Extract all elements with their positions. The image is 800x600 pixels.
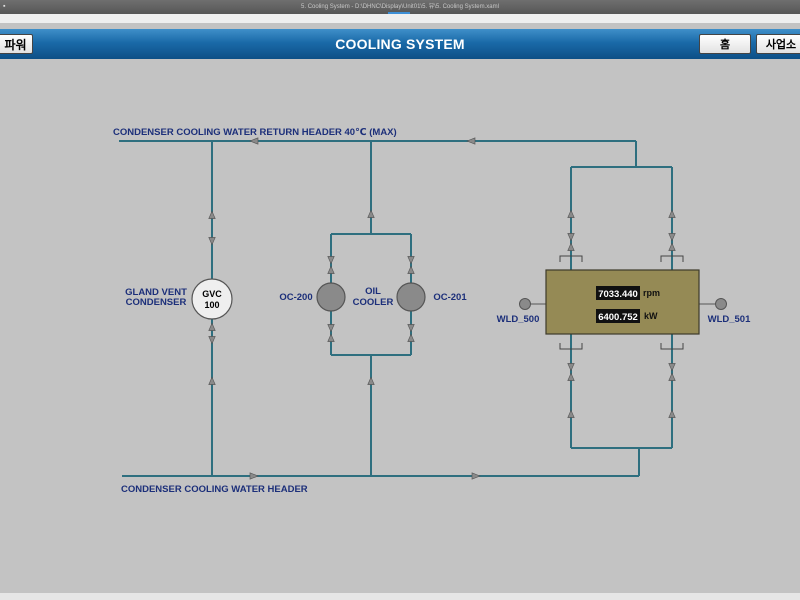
flow-arrow-up-icon: [367, 209, 375, 218]
window-title: 5. Cooling System - D:\DHNC\Display\Unit…: [301, 4, 499, 10]
return-header-label: CONDENSER COOLING WATER RETURN HEADER 40…: [113, 127, 397, 138]
wld501-tag: WLD_501: [708, 314, 751, 325]
flow-arrow-right-icon: [471, 472, 481, 480]
oc201-tag: OC-201: [433, 292, 467, 303]
wld500-connection-icon[interactable]: [519, 298, 531, 310]
flow-arrow-left-icon: [249, 137, 259, 145]
status-strip: [0, 593, 800, 600]
flow-arrow-left-icon: [466, 137, 476, 145]
speed-value: 7033.440: [598, 289, 638, 300]
window-menu-icon[interactable]: ▪: [3, 3, 6, 10]
supply-header-label: CONDENSER COOLING WATER HEADER: [121, 484, 308, 495]
generator-brackets: [559, 255, 684, 350]
flow-arrow-up-icon: [367, 376, 375, 385]
flow-arrow-up-icon: [208, 376, 216, 385]
loading-indicator: [388, 12, 410, 14]
gvc-tag-line2: 100: [204, 300, 219, 310]
oil-cooler-label-line2: COOLER: [353, 297, 394, 308]
window-title-bar: ▪ 5. Cooling System - D:\DHNC\Display\Un…: [0, 0, 800, 14]
generator-block[interactable]: [545, 269, 700, 335]
home-button[interactable]: 홈: [699, 34, 751, 54]
power-value: 6400.752: [598, 312, 638, 323]
header-bar: 파워 COOLING SYSTEM 홈 사업소: [0, 29, 800, 59]
oil-cooler-oc201[interactable]: [396, 282, 426, 312]
speed-unit: rpm: [643, 288, 660, 298]
flow-arrow-up-icon: [567, 409, 575, 418]
wld501-connection-icon[interactable]: [715, 298, 727, 310]
oil-cooler-label-line1: OIL: [365, 286, 381, 297]
power-readout-box: [596, 309, 640, 323]
flow-arrow-up-icon: [567, 209, 575, 218]
site-button[interactable]: 사업소: [756, 34, 800, 54]
oc200-tag: OC-200: [279, 292, 312, 303]
flow-arrow-up-icon: [668, 209, 676, 218]
speed-readout-box: [596, 286, 640, 300]
gvc-tag-line1: GVC: [202, 289, 222, 299]
flow-arrow-right-icon: [249, 472, 259, 480]
power-unit: kW: [644, 311, 658, 321]
power-nav-button[interactable]: 파워: [0, 34, 33, 54]
toolbar-strip: [0, 14, 800, 23]
wld500-tag: WLD_500: [497, 314, 540, 325]
gland-vent-condenser[interactable]: [191, 278, 233, 320]
page-title: COOLING SYSTEM: [335, 36, 465, 52]
gland-vent-label-line1: GLAND VENT: [125, 287, 187, 298]
oil-cooler-oc200[interactable]: [316, 282, 346, 312]
gland-vent-label-line2: CONDENSER: [126, 297, 187, 308]
flow-arrow-up-icon: [668, 409, 676, 418]
piping: [119, 140, 715, 477]
